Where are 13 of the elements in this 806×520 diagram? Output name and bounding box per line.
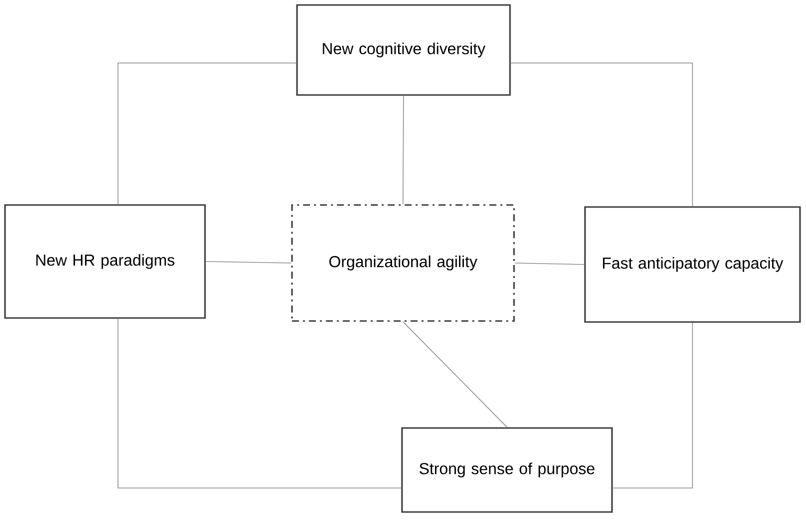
text-box: New HR paradigms: [4, 204, 206, 319]
connector-line: [205, 261, 292, 264]
text-box: Fast anticipatory capacity: [584, 206, 801, 323]
connector-line: [612, 322, 693, 488]
dashed-box: Organizational agility: [291, 204, 515, 322]
text-box: New cognitive diversity: [296, 4, 511, 96]
connector-line: [402, 321, 508, 428]
connector-line: [402, 95, 404, 205]
connector-line: [118, 62, 297, 205]
connector-line: [514, 262, 585, 265]
connector-line: [510, 62, 693, 207]
connector-line: [118, 318, 402, 488]
text-box: Strong sense of purpose: [401, 427, 613, 513]
